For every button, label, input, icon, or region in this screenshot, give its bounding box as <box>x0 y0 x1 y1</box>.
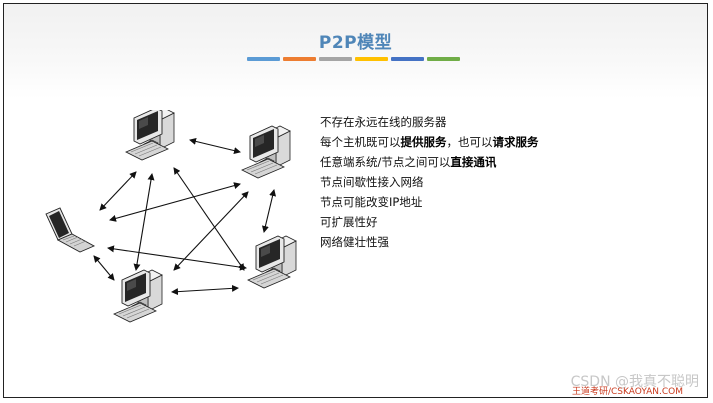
bullet-4: 节点间歇性接入网络 <box>320 175 424 189</box>
desktop-bottom-icon <box>113 269 163 323</box>
link-top-left-bottom <box>133 173 155 271</box>
csdn-watermark: CSDN @我真不聪明 <box>570 374 699 390</box>
bullet-6: 可扩展性好 <box>320 215 378 229</box>
bullet-5: 节点可能改变IP地址 <box>320 195 423 209</box>
link-laptop-top-right <box>109 182 241 222</box>
desktop-right-icon <box>247 235 297 289</box>
link-top-left-top-right <box>189 137 241 155</box>
desktop-top-left-icon <box>125 107 175 161</box>
accent-stripe-2 <box>283 57 316 61</box>
link-top-right-bottom <box>173 191 249 271</box>
bullet-3: 任意端系统/节点之间可以直接通讯 <box>320 155 497 169</box>
slide-title: P2P模型 <box>318 33 393 53</box>
link-laptop-right <box>107 245 247 271</box>
link-top-left-right <box>173 167 245 271</box>
bullet-1: 不存在永远在线的服务器 <box>320 115 447 129</box>
bullet-list: 不存在永远在线的服务器 每个主机既可以提供服务，也可以请求服务 任意端系统/节点… <box>320 112 539 252</box>
accent-stripe-1 <box>247 57 280 61</box>
link-top-right-right <box>261 189 277 233</box>
p2p-network-svg <box>45 107 297 323</box>
connection-lines <box>93 137 277 296</box>
link-laptop-bottom <box>93 255 115 281</box>
accent-stripe-5 <box>391 57 424 61</box>
link-top-left-laptop <box>99 171 137 211</box>
accent-stripe-4 <box>355 57 388 61</box>
bullet-7: 网络健壮性强 <box>320 235 389 249</box>
accent-stripe-3 <box>319 57 352 61</box>
slide: P2P模型 <box>3 3 708 398</box>
link-bottom-right <box>171 284 239 296</box>
laptop-icon <box>45 207 95 253</box>
accent-stripe-6 <box>427 57 460 61</box>
bullet-2: 每个主机既可以提供服务，也可以请求服务 <box>320 135 539 149</box>
desktop-top-right-icon <box>241 125 291 179</box>
site-watermark: 王道考研/CSKAOYAN.COM <box>571 387 683 397</box>
p2p-network-diagram <box>42 107 300 332</box>
